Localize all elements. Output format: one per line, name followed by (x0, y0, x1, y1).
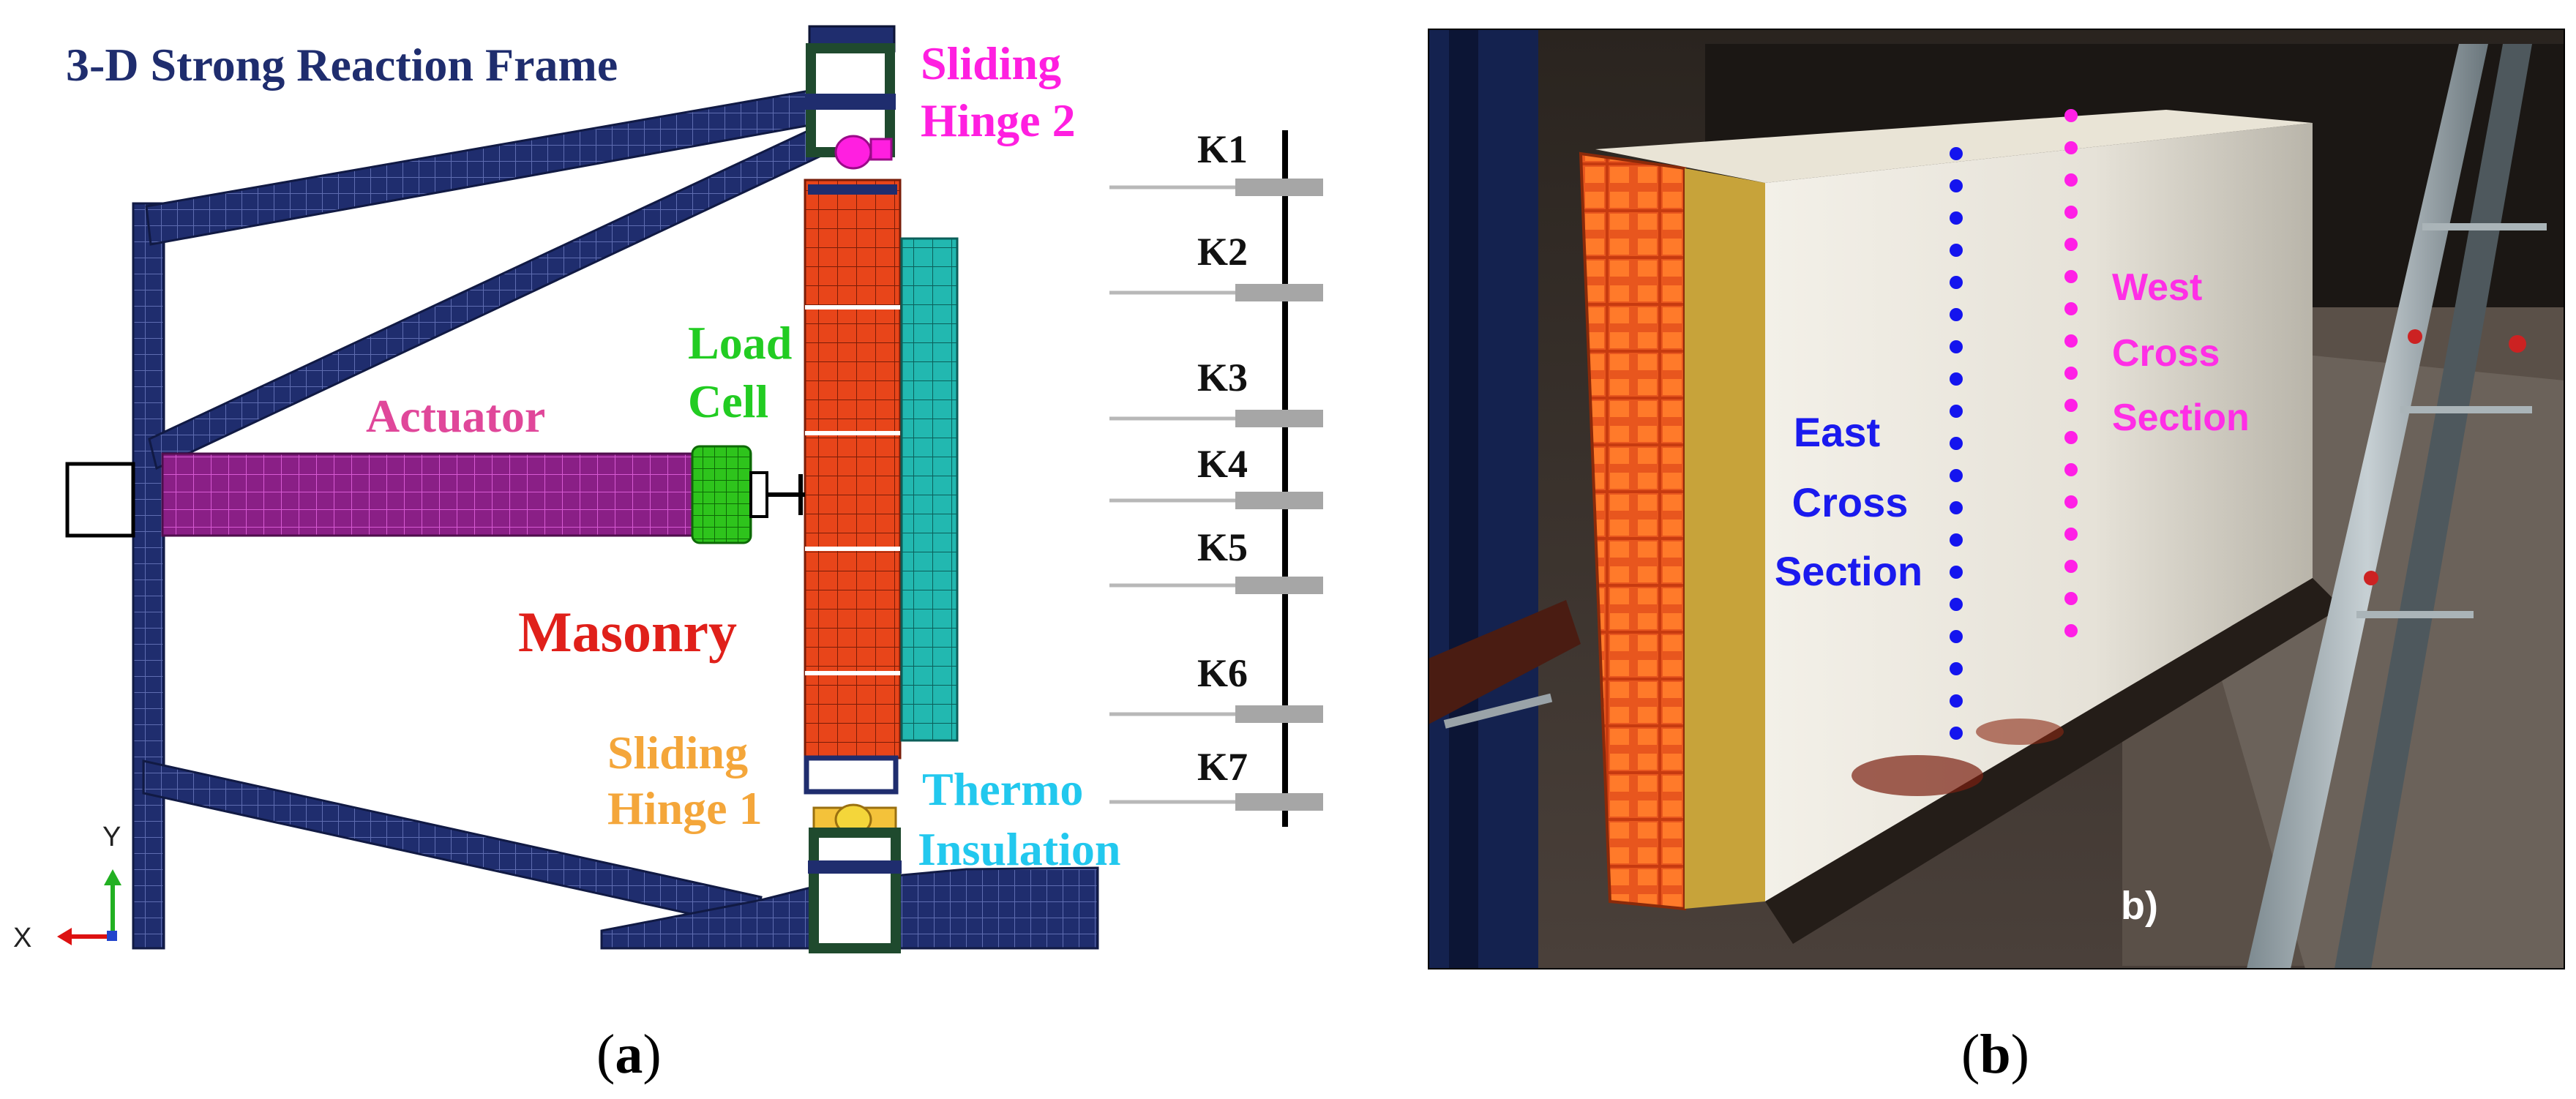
sensor-label: K5 (1197, 525, 1248, 569)
sensor-label: K1 (1197, 127, 1248, 171)
sensor-k2: K2 (1109, 230, 1323, 301)
hinge2-label-line2: Hinge 2 (921, 94, 1076, 146)
panel-b-photo: East Cross Section West Cross Section b) (1428, 29, 2565, 969)
caption-a-letter: a (615, 1024, 643, 1085)
masonry-wall (804, 179, 902, 795)
caption-b-letter: b (1980, 1024, 2011, 1085)
load-cell-label-line2: Cell (688, 375, 768, 427)
actuator-label: Actuator (366, 390, 545, 442)
caption-a: (a) (596, 1023, 662, 1087)
west-label-line1: West (2112, 266, 2202, 309)
caption-a-open: ( (596, 1024, 615, 1085)
sensor-column: K1 K2 K3 K4 K5 (1109, 127, 1323, 827)
masonry-label: Masonry (518, 600, 737, 664)
sensor-label: K4 (1197, 442, 1248, 486)
axis-triad-icon: Y X (13, 822, 121, 953)
east-label-line3: Section (1775, 548, 1922, 594)
east-label-line2: Cross (1792, 479, 1909, 525)
thermo-insulation (900, 237, 959, 742)
reaction-frame (65, 89, 1099, 950)
sensor-k3: K3 (1109, 356, 1323, 427)
sensor-label: K6 (1197, 651, 1248, 695)
sensor-label: K3 (1197, 356, 1248, 400)
panel-b-tag: b) (2121, 884, 2158, 928)
top-hinge-assembly (805, 25, 896, 170)
axis-x-label: X (13, 923, 31, 953)
sensor-k6: K6 (1109, 651, 1323, 723)
hinge1-label-line1: Sliding (607, 727, 748, 779)
sensor-k7: K7 (1109, 745, 1323, 811)
east-label-line1: East (1794, 409, 1880, 455)
east-cross-section-dots (1950, 147, 1963, 740)
bottom-hinge-assembly (808, 803, 902, 953)
west-label-line2: Cross (2112, 332, 2220, 375)
caption-b: (b) (1961, 1023, 2029, 1087)
load-cell-label-line1: Load (688, 317, 792, 369)
axis-y-label: Y (102, 822, 121, 852)
sensor-k4: K4 (1109, 442, 1323, 509)
actuator-assembly (161, 445, 805, 544)
caption-b-open: ( (1961, 1024, 1980, 1085)
hinge2-label-line1: Sliding (921, 37, 1061, 89)
sensor-label: K2 (1197, 230, 1248, 274)
caption-a-close: ) (643, 1024, 662, 1085)
sensor-label: K7 (1197, 745, 1248, 789)
sensor-k1: K1 (1109, 127, 1323, 196)
thermo-label-line1: Thermo (922, 763, 1083, 815)
west-cross-section-dots (2064, 109, 2078, 637)
sensor-k5: K5 (1109, 525, 1323, 594)
hinge1-label-line2: Hinge 1 (607, 782, 763, 834)
frame-label: 3-D Strong Reaction Frame (66, 39, 618, 91)
thermo-label-line2: Insulation (918, 823, 1120, 875)
west-label-line3: Section (2112, 397, 2250, 439)
caption-b-close: ) (2010, 1024, 2029, 1085)
panel-a: K1 K2 K3 K4 K5 (13, 25, 1323, 953)
